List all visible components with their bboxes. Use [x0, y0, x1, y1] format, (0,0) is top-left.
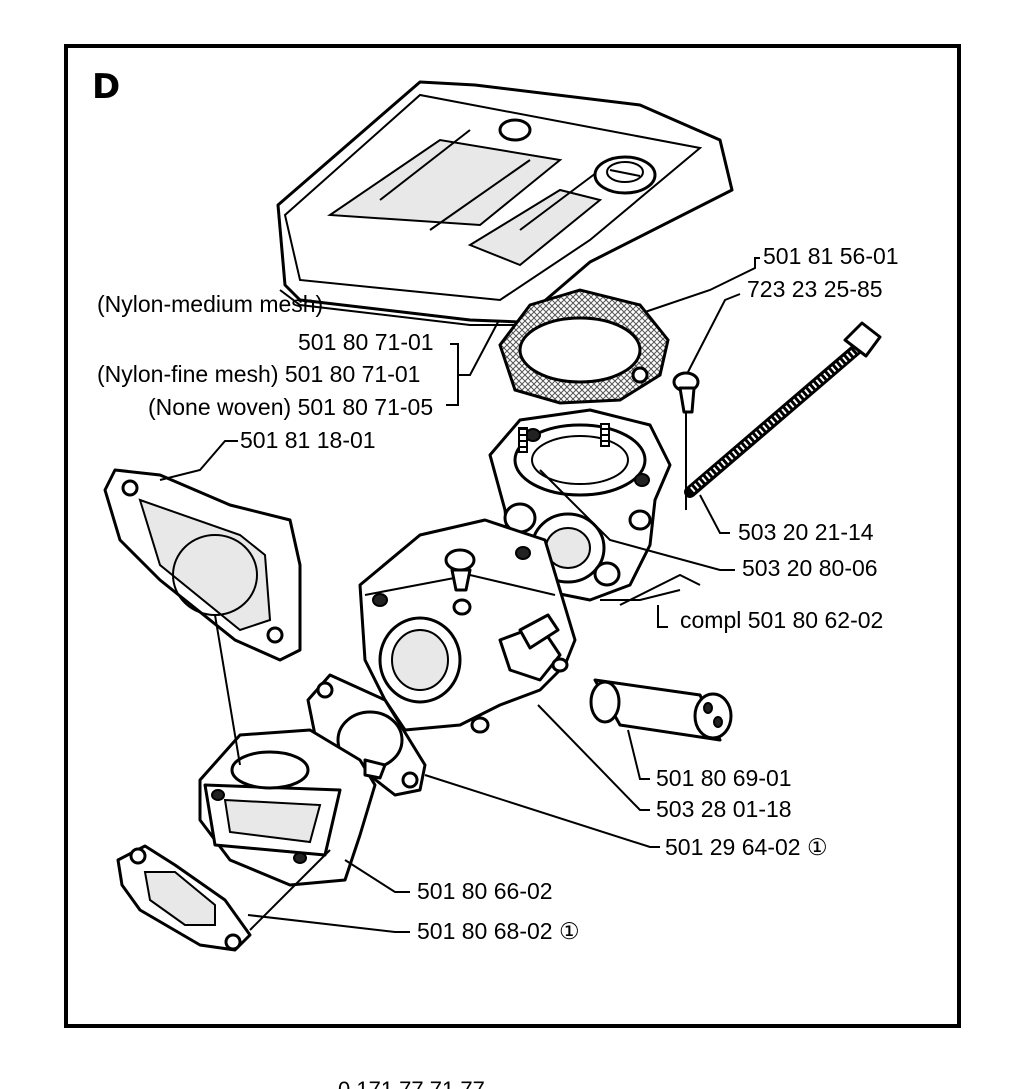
label-501-81-18-01: 501 81 18-01: [240, 427, 376, 453]
carburetor: [358, 518, 577, 734]
air-filter-cover: [276, 80, 734, 326]
leader-lines: [159, 257, 760, 933]
intake-manifold: [198, 728, 387, 887]
long-bolt: [684, 321, 882, 498]
footer-code: 0 171 77 71 77: [338, 1077, 485, 1089]
label-501-80-66-02: 501 80 66-02: [417, 878, 553, 904]
intake-boot: [103, 468, 302, 662]
label-501-81-56-01: 501 81 56-01: [763, 243, 899, 269]
fuel-hose: [589, 678, 733, 742]
carburetor-adapter: [488, 408, 672, 602]
label-none-woven: (None woven) 501 80 71-05: [148, 394, 433, 420]
diagram-frame: [64, 44, 961, 1028]
label-nylon-fine-mesh: (Nylon-fine mesh) 501 80 71-01: [97, 361, 420, 387]
label-501-80-71-01: 501 80 71-01: [298, 329, 434, 355]
cover-screw: [672, 371, 700, 414]
label-compl-501-80-62-02: compl 501 80 62-02: [680, 607, 883, 633]
label-503-20-21-14: 503 20 21-14: [738, 519, 874, 545]
label-501-80-69-01: 501 80 69-01: [656, 765, 792, 791]
label-501-80-68-02: 501 80 68-02 ①: [417, 918, 580, 944]
section-letter: D: [92, 67, 120, 107]
part-labels: 501 81 56-01 723 23 25-85 (Nylon-medium …: [97, 243, 899, 944]
label-nylon-medium-mesh: (Nylon-medium mesh): [97, 291, 323, 317]
label-723-23-25-85: 723 23 25-85: [747, 276, 883, 302]
manifold-gasket: [116, 844, 252, 952]
label-503-20-80-06: 503 20 80-06: [742, 555, 878, 581]
label-501-29-64-02: 501 29 64-02 ①: [665, 834, 828, 860]
label-503-28-01-18: 503 28 01-18: [656, 796, 792, 822]
air-filter-element: [498, 288, 670, 405]
